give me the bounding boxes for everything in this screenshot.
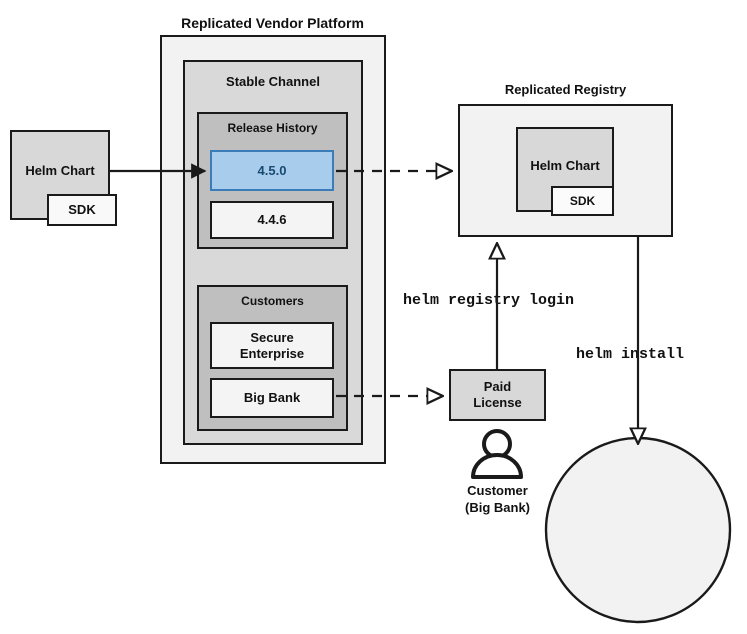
cluster-title: Kubernetes Cluster (587, 474, 708, 489)
customer-name-line2: Enterprise (239, 345, 305, 361)
source-helm-chart-label: Helm Chart (25, 163, 95, 178)
vendor-platform-title: Replicated Vendor Platform (181, 15, 364, 31)
release-history-title: Release History (227, 121, 318, 135)
customer-name-line1: Secure (250, 329, 294, 345)
source-sdk-box: SDK (47, 194, 117, 226)
paid-license-line1: Paid (483, 379, 512, 395)
registry-title: Replicated Registry (504, 82, 627, 97)
customer-item-secure-enterprise[interactable]: Secure Enterprise (210, 322, 334, 369)
paid-license-line2: License (473, 395, 522, 410)
release-item-450[interactable]: 4.5.0 (210, 150, 334, 191)
registry-sdk-label: SDK (569, 193, 596, 208)
customer-name-line1: Big Bank (243, 390, 301, 406)
command-helm-install: helm install (576, 346, 685, 363)
release-item-446[interactable]: 4.4.6 (210, 201, 334, 239)
customer-actor-label-line1: Customer (467, 483, 528, 498)
command-registry-login: helm registry login (403, 292, 575, 309)
registry-sdk-box: SDK (551, 186, 614, 216)
cluster-item-app: App 4.5.0 (568, 539, 708, 569)
customer-item-big-bank[interactable]: Big Bank (210, 378, 334, 418)
registry-helm-chart-label: Helm Chart (530, 158, 600, 173)
customers-title: Customers (241, 294, 304, 308)
cluster-item-label: App 4.5.0 (609, 546, 667, 562)
customer-actor-label-line2: (Big Bank) (465, 500, 530, 515)
person-icon (471, 429, 523, 479)
cluster-item-label: SDK (624, 511, 652, 527)
paid-license-box: Paid License (449, 369, 546, 421)
cluster-item-sdk: SDK (568, 504, 708, 534)
stable-channel-title: Stable Channel (226, 74, 320, 89)
release-version-label: 4.5.0 (257, 162, 287, 178)
source-sdk-label: SDK (68, 202, 96, 218)
release-version-label: 4.4.6 (257, 212, 287, 228)
